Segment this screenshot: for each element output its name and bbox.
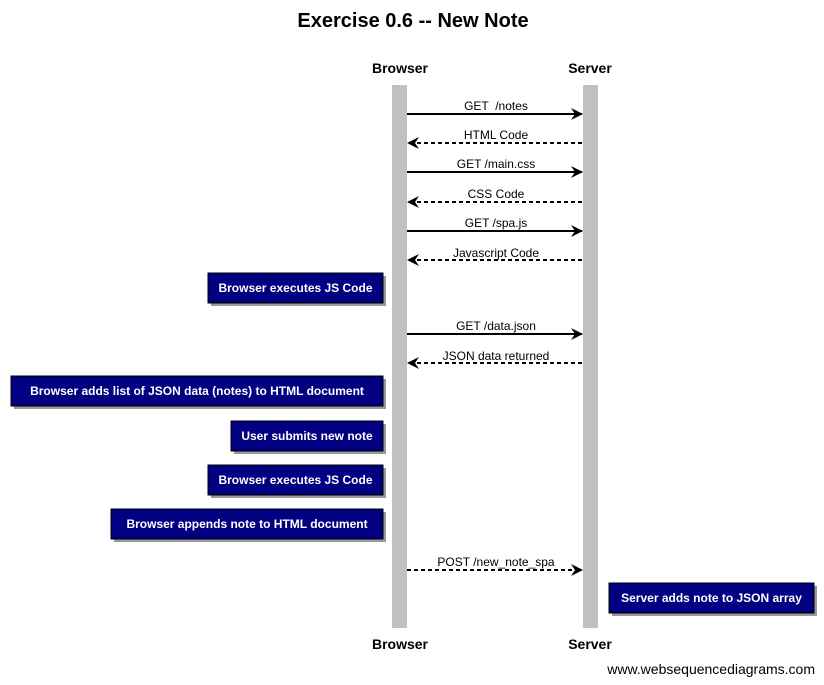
message-json-data-returned: JSON data returned bbox=[407, 349, 582, 369]
note-text: User submits new note bbox=[241, 429, 373, 443]
note-browser-executes-js-1: Browser executes JS Code bbox=[207, 272, 386, 306]
note-browser-adds-list: Browser adds list of JSON data (notes) t… bbox=[10, 375, 386, 409]
note-text: Browser executes JS Code bbox=[218, 281, 372, 295]
message-label: Javascript Code bbox=[453, 246, 539, 260]
message-label: HTML Code bbox=[464, 128, 529, 142]
message-css-code: CSS Code bbox=[407, 187, 582, 208]
note-user-submits: User submits new note bbox=[230, 420, 386, 454]
message-post-new-note-spa: POST /new_note_spa bbox=[407, 555, 583, 576]
message-html-code: HTML Code bbox=[407, 128, 582, 149]
message-get-data-json: GET /data.json bbox=[407, 319, 583, 340]
note-text: Server adds note to JSON array bbox=[621, 591, 802, 605]
browser-lifeline bbox=[392, 85, 407, 628]
diagram-title: Exercise 0.6 -- New Note bbox=[297, 10, 528, 32]
message-label: GET /spa.js bbox=[465, 216, 527, 230]
message-get-main-css: GET /main.css bbox=[407, 157, 583, 178]
message-label: GET /data.json bbox=[456, 319, 536, 333]
server-lifeline bbox=[583, 85, 598, 628]
participant-browser-top: Browser bbox=[372, 60, 429, 76]
note-browser-executes-js-2: Browser executes JS Code bbox=[207, 464, 386, 498]
message-label: GET /main.css bbox=[457, 157, 535, 171]
message-label: JSON data returned bbox=[443, 349, 550, 363]
message-label: POST /new_note_spa bbox=[437, 555, 555, 569]
message-label: CSS Code bbox=[468, 187, 525, 201]
message-get-notes: GET /notes bbox=[407, 99, 583, 120]
note-server-adds: Server adds note to JSON array bbox=[608, 582, 817, 616]
note-text: Browser appends note to HTML document bbox=[126, 517, 367, 531]
participant-browser-bottom: Browser bbox=[372, 636, 429, 652]
message-get-spa-js: GET /spa.js bbox=[407, 216, 583, 237]
footer-watermark: www.websequencediagrams.com bbox=[606, 661, 815, 677]
message-label: GET /notes bbox=[464, 99, 528, 113]
message-javascript-code: Javascript Code bbox=[407, 246, 582, 266]
note-browser-appends: Browser appends note to HTML document bbox=[110, 508, 386, 542]
note-text: Browser adds list of JSON data (notes) t… bbox=[30, 384, 364, 398]
participant-server-bottom: Server bbox=[568, 636, 612, 652]
participant-server-top: Server bbox=[568, 60, 612, 76]
note-text: Browser executes JS Code bbox=[218, 473, 372, 487]
